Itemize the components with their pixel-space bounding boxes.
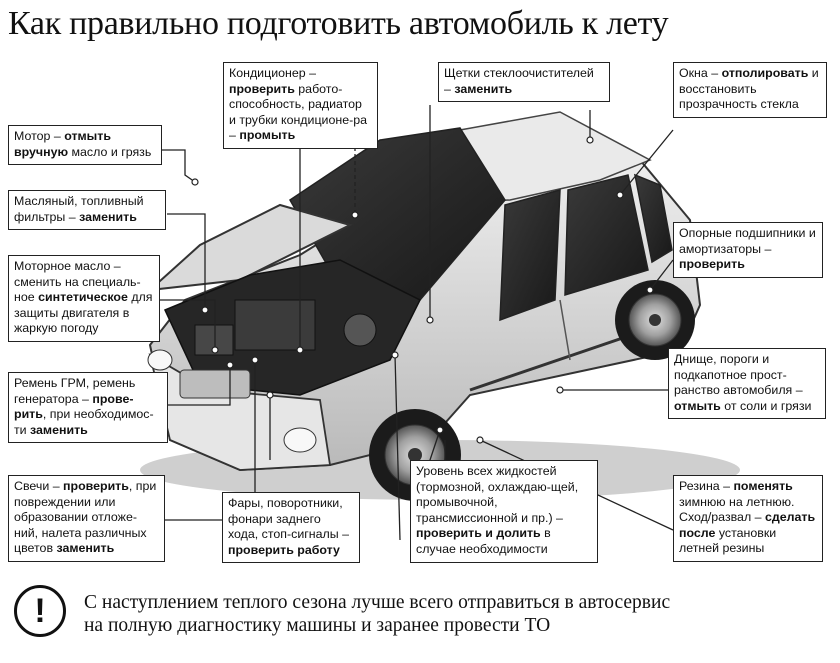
note-text: С наступлением теплого сезона лучше всег…	[84, 591, 670, 637]
leader-lines	[160, 105, 674, 545]
page-title: Как правильно подготовить автомобиль к л…	[8, 5, 669, 42]
note-line-1: С наступлением теплого сезона лучше всег…	[84, 592, 671, 613]
rear-wheel	[615, 280, 695, 360]
callout-bearings: Опорные подшипники и амортизаторы – пров…	[673, 222, 823, 278]
engine-block	[234, 299, 316, 351]
callout-windows: Окна – отполировать и восстановить прозр…	[673, 62, 827, 118]
callout-fluids: Уровень всех жидкостей (тормозной, охлаж…	[410, 460, 598, 563]
callout-timing-belt: Ремень ГРМ, ремень генератора – прове-ри…	[8, 372, 168, 444]
door-seam	[559, 299, 571, 361]
headlight-left	[147, 349, 173, 371]
headlight-right	[283, 427, 317, 453]
leader-dots	[191, 136, 654, 444]
rear-quarter-window	[633, 173, 673, 264]
callout-spark-plugs: Свечи – проверить, при повреждении или о…	[8, 475, 165, 562]
callout-underbody: Днище, пороги и подкапотное прост-ранств…	[668, 348, 826, 420]
callout-filters: Масляный, топливный фильтры – заменить	[8, 190, 166, 231]
callout-tires: Резина – поменять зимнюю на летнюю. Сход…	[673, 475, 823, 562]
callout-engine-oil: Моторное масло – сменить на специаль-ное…	[8, 255, 160, 342]
callout-wipers: Щетки стеклоочистителей – заменить	[438, 62, 610, 103]
grille	[179, 369, 251, 399]
engine-cap	[343, 313, 377, 347]
callout-motor: Мотор – отмыть вручную масло и грязь	[8, 125, 162, 166]
footer-note: ! С наступлением теплого сезона лучше вс…	[14, 585, 824, 655]
warning-icon: !	[14, 585, 66, 637]
front-side-window	[499, 189, 561, 322]
callout-air-conditioner: Кондиционер – проверить работо-способнос…	[223, 62, 378, 149]
note-line-2: на полную диагностику машины и заранее п…	[84, 615, 551, 636]
rear-side-window	[564, 174, 649, 297]
callout-lights: Фары, поворотники, фонари заднего хода, …	[222, 492, 360, 564]
